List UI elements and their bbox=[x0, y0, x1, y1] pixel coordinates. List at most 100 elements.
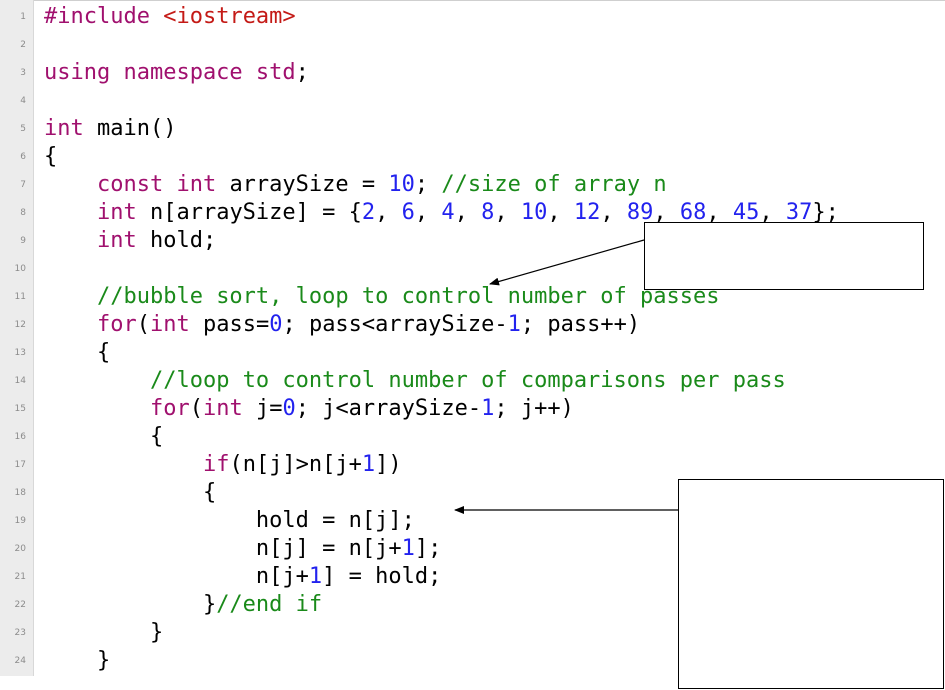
code-token: 1 bbox=[507, 312, 521, 337]
editor-top-border bbox=[0, 0, 945, 1]
code-token: ]; bbox=[414, 536, 442, 561]
code-token: int bbox=[44, 116, 97, 141]
code-line[interactable]: hold = n[j]; bbox=[44, 507, 415, 535]
code-line[interactable]: int hold; bbox=[44, 227, 216, 255]
code-token: 1 bbox=[481, 396, 495, 421]
line-number: 14 bbox=[14, 376, 26, 386]
line-number: 21 bbox=[14, 572, 26, 582]
code-token: 1 bbox=[401, 536, 415, 561]
code-line[interactable]: //loop to control number of comparisons … bbox=[44, 367, 786, 395]
code-token: } bbox=[44, 592, 217, 617]
code-token: , bbox=[600, 200, 627, 225]
code-token: { bbox=[44, 424, 164, 449]
code-token: , bbox=[653, 200, 680, 225]
code-line[interactable]: { bbox=[44, 339, 110, 367]
code-token bbox=[44, 172, 97, 197]
annotation-box-swap[interactable] bbox=[678, 479, 944, 689]
line-number: 9 bbox=[20, 236, 26, 246]
code-line[interactable]: for(int pass=0; pass<arraySize-1; pass++… bbox=[44, 311, 640, 339]
code-line[interactable]: const int arraySize = 10; //size of arra… bbox=[44, 171, 667, 199]
code-token: 68 bbox=[679, 200, 707, 225]
code-token: hold = n[j]; bbox=[44, 508, 415, 533]
code-line[interactable]: //bubble sort, loop to control number of… bbox=[44, 283, 720, 311]
code-token: j= bbox=[255, 396, 283, 421]
code-token: int bbox=[96, 200, 150, 225]
code-token: ; bbox=[414, 172, 442, 197]
line-number: 5 bbox=[20, 124, 26, 134]
code-token: (n[j]>n[j+ bbox=[229, 452, 362, 477]
code-token: ( bbox=[136, 312, 150, 337]
code-token: 10 bbox=[388, 172, 415, 197]
code-token: , bbox=[547, 200, 574, 225]
code-token: for bbox=[96, 312, 137, 337]
code-token: { bbox=[44, 480, 217, 505]
code-token: n[j+ bbox=[44, 564, 309, 589]
code-token: 0 bbox=[282, 396, 296, 421]
code-token: std bbox=[255, 60, 296, 85]
code-line[interactable]: }//end if bbox=[44, 591, 322, 619]
code-token: ; bbox=[295, 60, 309, 85]
code-token: ; j<arraySize- bbox=[295, 396, 482, 421]
code-token: for bbox=[149, 396, 190, 421]
code-token: } bbox=[44, 648, 111, 673]
annotation-box-passes[interactable] bbox=[644, 222, 924, 290]
line-number: 3 bbox=[20, 68, 26, 78]
line-number: 7 bbox=[20, 180, 26, 190]
code-token: ; j++) bbox=[494, 396, 574, 421]
code-token: 12 bbox=[573, 200, 601, 225]
code-token: <iostream> bbox=[163, 4, 296, 29]
code-token: //end if bbox=[216, 592, 323, 617]
line-number: 8 bbox=[20, 208, 26, 218]
code-token bbox=[44, 368, 150, 393]
code-token: //size of array n bbox=[441, 172, 667, 197]
code-token: , bbox=[375, 200, 402, 225]
code-line[interactable]: n[j+1] = hold; bbox=[44, 563, 441, 591]
code-line[interactable]: int n[arraySize] = {2, 6, 4, 8, 10, 12, … bbox=[44, 199, 839, 227]
code-token: int bbox=[149, 312, 203, 337]
line-number: 11 bbox=[14, 292, 26, 302]
code-token: ( bbox=[189, 396, 203, 421]
code-token: main() bbox=[96, 116, 177, 141]
code-token: n[arraySize] = { bbox=[149, 200, 362, 225]
code-token: const int bbox=[96, 172, 230, 197]
code-token: 0 bbox=[269, 312, 283, 337]
line-number: 13 bbox=[14, 348, 26, 358]
code-token bbox=[44, 200, 97, 225]
code-token: //bubble sort, loop to control number of… bbox=[96, 284, 720, 309]
line-number: 17 bbox=[14, 460, 26, 470]
code-line[interactable]: { bbox=[44, 143, 57, 171]
code-token bbox=[44, 452, 203, 477]
code-token bbox=[44, 312, 97, 337]
code-token: ; pass<arraySize- bbox=[282, 312, 508, 337]
code-line[interactable]: } bbox=[44, 619, 163, 647]
code-token: if bbox=[202, 452, 230, 477]
code-line[interactable]: { bbox=[44, 479, 216, 507]
code-token: 8 bbox=[481, 200, 495, 225]
code-token: 1 bbox=[308, 564, 323, 589]
code-token: arraySize = bbox=[229, 172, 389, 197]
code-line[interactable]: } bbox=[44, 647, 110, 675]
code-token: #include bbox=[44, 4, 164, 29]
code-line[interactable]: n[j] = n[j+1]; bbox=[44, 535, 441, 563]
code-token bbox=[44, 228, 97, 253]
code-token: int bbox=[202, 396, 256, 421]
code-line[interactable]: for(int j=0; j<arraySize-1; j++) bbox=[44, 395, 574, 423]
code-line[interactable]: { bbox=[44, 423, 163, 451]
code-token: 89 bbox=[626, 200, 654, 225]
line-number: 6 bbox=[20, 152, 26, 162]
code-token: , bbox=[494, 200, 521, 225]
code-line[interactable]: #include <iostream> bbox=[44, 3, 296, 31]
code-token: 6 bbox=[401, 200, 415, 225]
code-token: , bbox=[706, 200, 733, 225]
code-line[interactable]: using namespace std; bbox=[44, 59, 309, 87]
code-token: ; pass++) bbox=[520, 312, 641, 337]
code-token: hold; bbox=[149, 228, 217, 253]
line-number: 18 bbox=[14, 488, 26, 498]
line-number: 16 bbox=[14, 432, 26, 442]
code-line[interactable]: int main() bbox=[44, 115, 176, 143]
code-token: , bbox=[759, 200, 786, 225]
line-number: 2 bbox=[20, 40, 26, 50]
code-token: 45 bbox=[732, 200, 760, 225]
code-line[interactable]: if(n[j]>n[j+1]) bbox=[44, 451, 402, 479]
